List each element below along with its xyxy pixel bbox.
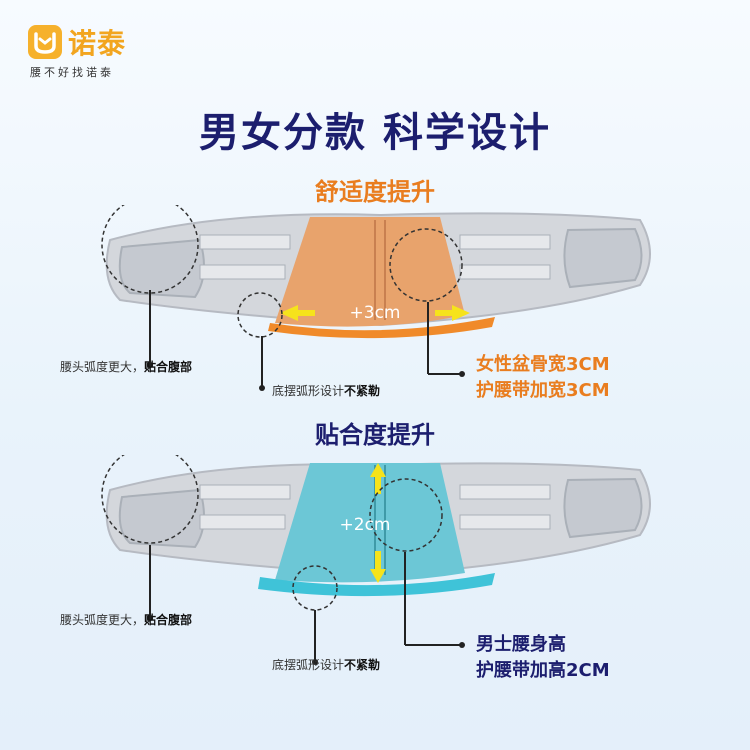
note-text: 底摆弧形设计 (272, 658, 345, 672)
arrow-left-icon (280, 305, 315, 321)
note-text: 底摆弧形设计 (272, 384, 345, 398)
note-waist-curve-1: 腰头弧度更大，贴合腹部 (60, 358, 192, 375)
note-bold: 不紧勒 (344, 384, 381, 398)
section-title-fit: 贴合度提升 (315, 421, 435, 449)
note-hem-curve-1: 底摆弧形设计不紧勒 (272, 382, 380, 399)
note-bold: 贴合腹部 (144, 613, 193, 627)
highlight-line: 护腰带加高2CM (476, 660, 610, 681)
highlight-women: 女性盆骨宽3CM 护腰带加宽3CM (476, 352, 610, 404)
note-hem-curve-2: 底摆弧形设计不紧勒 (272, 656, 380, 673)
measure-label-2: +2cm (340, 515, 391, 535)
section-title-comfort: 舒适度提升 (315, 178, 435, 206)
note-waist-curve-2: 腰头弧度更大，贴合腹部 (60, 611, 192, 628)
measure-label-1: +3cm (350, 303, 401, 323)
note-bold: 不紧勒 (344, 658, 381, 672)
note-text: 腰头弧度更大， (60, 613, 145, 627)
brand-logo: 诺泰 (28, 22, 126, 62)
note-bold: 贴合腹部 (144, 360, 193, 374)
arrow-up-icon (370, 463, 386, 494)
belt-illustration-men: +2cm (101, 455, 651, 611)
highlight-line: 男士腰身高 (476, 634, 566, 655)
belt-illustration-women: +3cm (101, 205, 651, 339)
note-text: 腰头弧度更大， (60, 360, 145, 374)
page-title: 男女分款 科学设计 (199, 110, 551, 156)
arrow-down-icon (370, 551, 386, 583)
brand-slogan: 腰不好找诺泰 (30, 66, 114, 79)
logo-smile-icon (28, 25, 62, 59)
highlight-men: 男士腰身高 护腰带加高2CM (476, 632, 610, 684)
brand-name: 诺泰 (68, 27, 127, 60)
highlight-line: 护腰带加宽3CM (476, 380, 610, 401)
highlight-line: 女性盆骨宽3CM (476, 354, 610, 375)
arrow-right-icon (435, 305, 470, 321)
